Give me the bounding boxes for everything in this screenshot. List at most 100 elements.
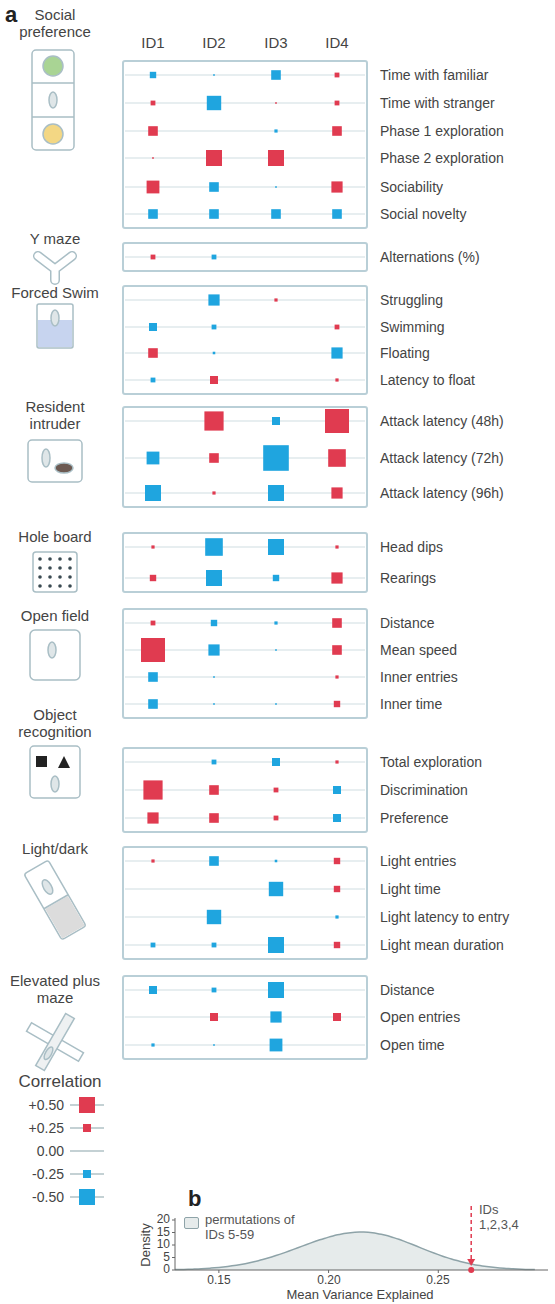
observed-marker-line (470, 1206, 472, 1260)
measure-label: Time with familiar (380, 67, 488, 83)
correlation-square (150, 72, 156, 78)
hole-dot (38, 557, 42, 561)
measure-label: Latency to float (380, 372, 475, 388)
correlation-square (271, 70, 281, 80)
correlation-square (152, 157, 154, 159)
correlation-square (334, 701, 340, 707)
column-header: ID4 (325, 34, 348, 51)
legend-line (70, 1150, 104, 1151)
row-line (125, 131, 365, 132)
measure-label: Discrimination (380, 782, 468, 798)
correlation-square (148, 209, 158, 219)
correlation-square (213, 74, 215, 76)
correlation-square (211, 620, 217, 626)
test-panel: Y mazeAlternations (%) (122, 242, 368, 272)
hole-dot (68, 575, 72, 579)
correlation-square (148, 126, 158, 136)
correlation-square (150, 575, 156, 581)
correlation-square (335, 101, 340, 106)
column-header: ID2 (202, 34, 225, 51)
correlation-square (151, 101, 156, 106)
correlation-square (333, 1013, 341, 1021)
panel-letter: b (188, 1186, 201, 1211)
test-name: Social preference (10, 6, 100, 41)
hole-dot (68, 557, 72, 561)
test-panel: Social preferenceTime with familiarTime … (122, 60, 368, 229)
test-name: Hole board (5, 528, 105, 545)
correlation-square (331, 181, 342, 192)
correlation-square (205, 538, 223, 556)
hole-dot (68, 584, 72, 588)
hole-dot (38, 584, 42, 588)
correlation-square (209, 856, 219, 866)
measure-label: Light mean duration (380, 937, 504, 953)
measure-label: Floating (380, 345, 430, 361)
measure-label: Alternations (%) (380, 249, 480, 265)
correlation-square (148, 672, 158, 682)
legend-entry: -0.50 (32, 1189, 64, 1205)
correlation-square (333, 786, 341, 794)
correlation-square (328, 449, 346, 467)
correlation-square (210, 376, 218, 384)
correlation-square (207, 910, 221, 924)
test-name: Object recognition (8, 706, 103, 741)
correlation-square (333, 814, 341, 822)
row-line (125, 762, 365, 763)
measure-label: Distance (380, 982, 434, 998)
hole-dot (48, 575, 52, 579)
legend-text: +0.50 (29, 1097, 64, 1113)
correlation-square (212, 943, 217, 948)
legend-square (83, 1170, 91, 1178)
row-line (125, 889, 365, 890)
test-panel: Forced SwimStrugglingSwimmingFloatingLat… (122, 285, 368, 395)
hole-dot (38, 575, 42, 579)
correlation-square (335, 325, 340, 330)
legend-text: +0.25 (29, 1120, 64, 1136)
row-line (125, 257, 365, 258)
correlation-square (335, 760, 338, 763)
test-panel: Open fieldDistanceMean speedInner entrie… (122, 608, 368, 719)
row-line (125, 327, 365, 328)
y-tick (172, 1245, 175, 1246)
row-line (125, 578, 365, 579)
correlation-square (213, 352, 216, 355)
legend-square (79, 1097, 95, 1113)
correlation-square (209, 209, 219, 219)
correlation-square (272, 417, 280, 425)
correlation-square (145, 485, 161, 501)
hole-dot (38, 566, 42, 570)
correlation-square (334, 942, 340, 948)
legend-entry: 0.00 (37, 1143, 64, 1159)
correlation-square (208, 294, 219, 305)
y-tick (172, 1232, 175, 1233)
test-name: Elevated plus maze (5, 972, 105, 1007)
y-tick (172, 1270, 175, 1271)
correlation-square (206, 150, 222, 166)
correlation-square (274, 298, 277, 301)
axis-label: 0.15 (207, 1274, 230, 1288)
correlation-square (275, 649, 277, 651)
measure-label: Open time (380, 1037, 445, 1053)
measure-label: Mean speed (380, 642, 457, 658)
correlation-square (204, 411, 223, 430)
x-axis (175, 1270, 548, 1271)
test-panel: Hole boardHead dipsRearings (122, 532, 368, 593)
correlation-square (209, 813, 219, 823)
hole-dot (58, 557, 62, 561)
correlation-square (151, 1043, 154, 1046)
row-line (125, 861, 365, 862)
test-name: Y maze (10, 230, 100, 247)
marker-arrowhead (467, 1259, 475, 1266)
measure-label: Social novelty (380, 206, 466, 222)
legend-text: 0.00 (37, 1143, 64, 1159)
correlation-square (148, 348, 158, 358)
correlation-square (151, 255, 156, 260)
correlation-square (212, 760, 217, 765)
legend-entry: permutations of IDs 5-59 (184, 1213, 299, 1243)
correlation-square (149, 986, 157, 994)
measure-label: Attack latency (48h) (380, 413, 504, 429)
x-tick (328, 1270, 329, 1273)
correlation-square (213, 1044, 215, 1046)
row-line (125, 623, 365, 624)
correlation-square (325, 409, 349, 433)
